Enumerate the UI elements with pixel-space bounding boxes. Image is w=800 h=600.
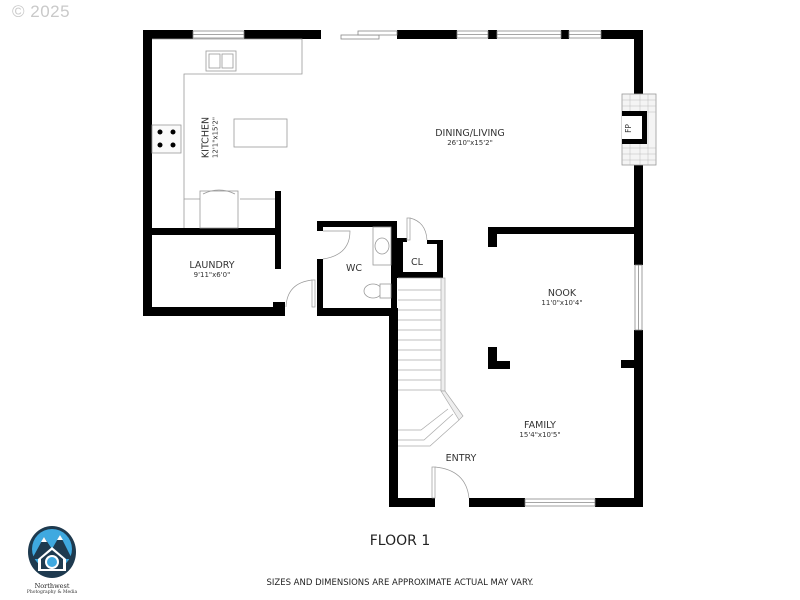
- doors: [285, 217, 470, 499]
- room-label-wc: WC: [336, 263, 372, 274]
- room-label-dining-living: DINING/LIVING 26'10"x15'2": [410, 128, 530, 147]
- room-name: NOOK: [547, 288, 577, 299]
- room-label-family: FAMILY 15'4"x10'5": [500, 420, 580, 439]
- room-dimensions: 12'1"x15'2": [211, 116, 220, 159]
- room-name: FAMILY: [524, 420, 556, 431]
- room-dimensions: 9'11"x6'0": [193, 271, 231, 279]
- room-name: KITCHEN: [200, 116, 212, 159]
- floor-title: FLOOR 1: [369, 533, 431, 549]
- walls: [143, 30, 643, 507]
- room-label-entry: ENTRY: [431, 453, 491, 464]
- logo-tagline: Photography & Media: [26, 590, 78, 595]
- room-name: ENTRY: [445, 453, 477, 464]
- room-label-closet: CL: [403, 257, 431, 268]
- room-label-kitchen: KITCHEN 12'1"x15'2": [201, 108, 220, 168]
- copyright-watermark: © 2025: [12, 2, 71, 21]
- windows: [192, 30, 643, 507]
- disclaimer-text: SIZES AND DIMENSIONS ARE APPROXIMATE ACT…: [266, 578, 534, 588]
- room-label-nook: NOOK 11'0"x10'4": [522, 288, 602, 307]
- wc-fixtures: [363, 226, 392, 299]
- room-label-fireplace: FP: [623, 124, 633, 133]
- room-name: DINING/LIVING: [435, 128, 505, 139]
- stove-burners: [157, 129, 176, 148]
- room-name: WC: [345, 263, 363, 274]
- room-dimensions: 11'0"x10'4": [541, 299, 583, 307]
- room-dimensions: 26'10"x15'2": [447, 139, 493, 147]
- kitchen-counters: [151, 38, 303, 229]
- fireplace: [621, 93, 657, 166]
- staircase: [398, 277, 464, 447]
- room-label-laundry: LAUNDRY 9'11"x6'0": [172, 260, 252, 279]
- logo-name: Northwest: [34, 582, 70, 590]
- room-dimensions: 15'4"x10'5": [519, 431, 561, 439]
- room-name: CL: [411, 257, 423, 268]
- company-logo-icon: [28, 526, 76, 578]
- room-name: LAUNDRY: [189, 260, 235, 271]
